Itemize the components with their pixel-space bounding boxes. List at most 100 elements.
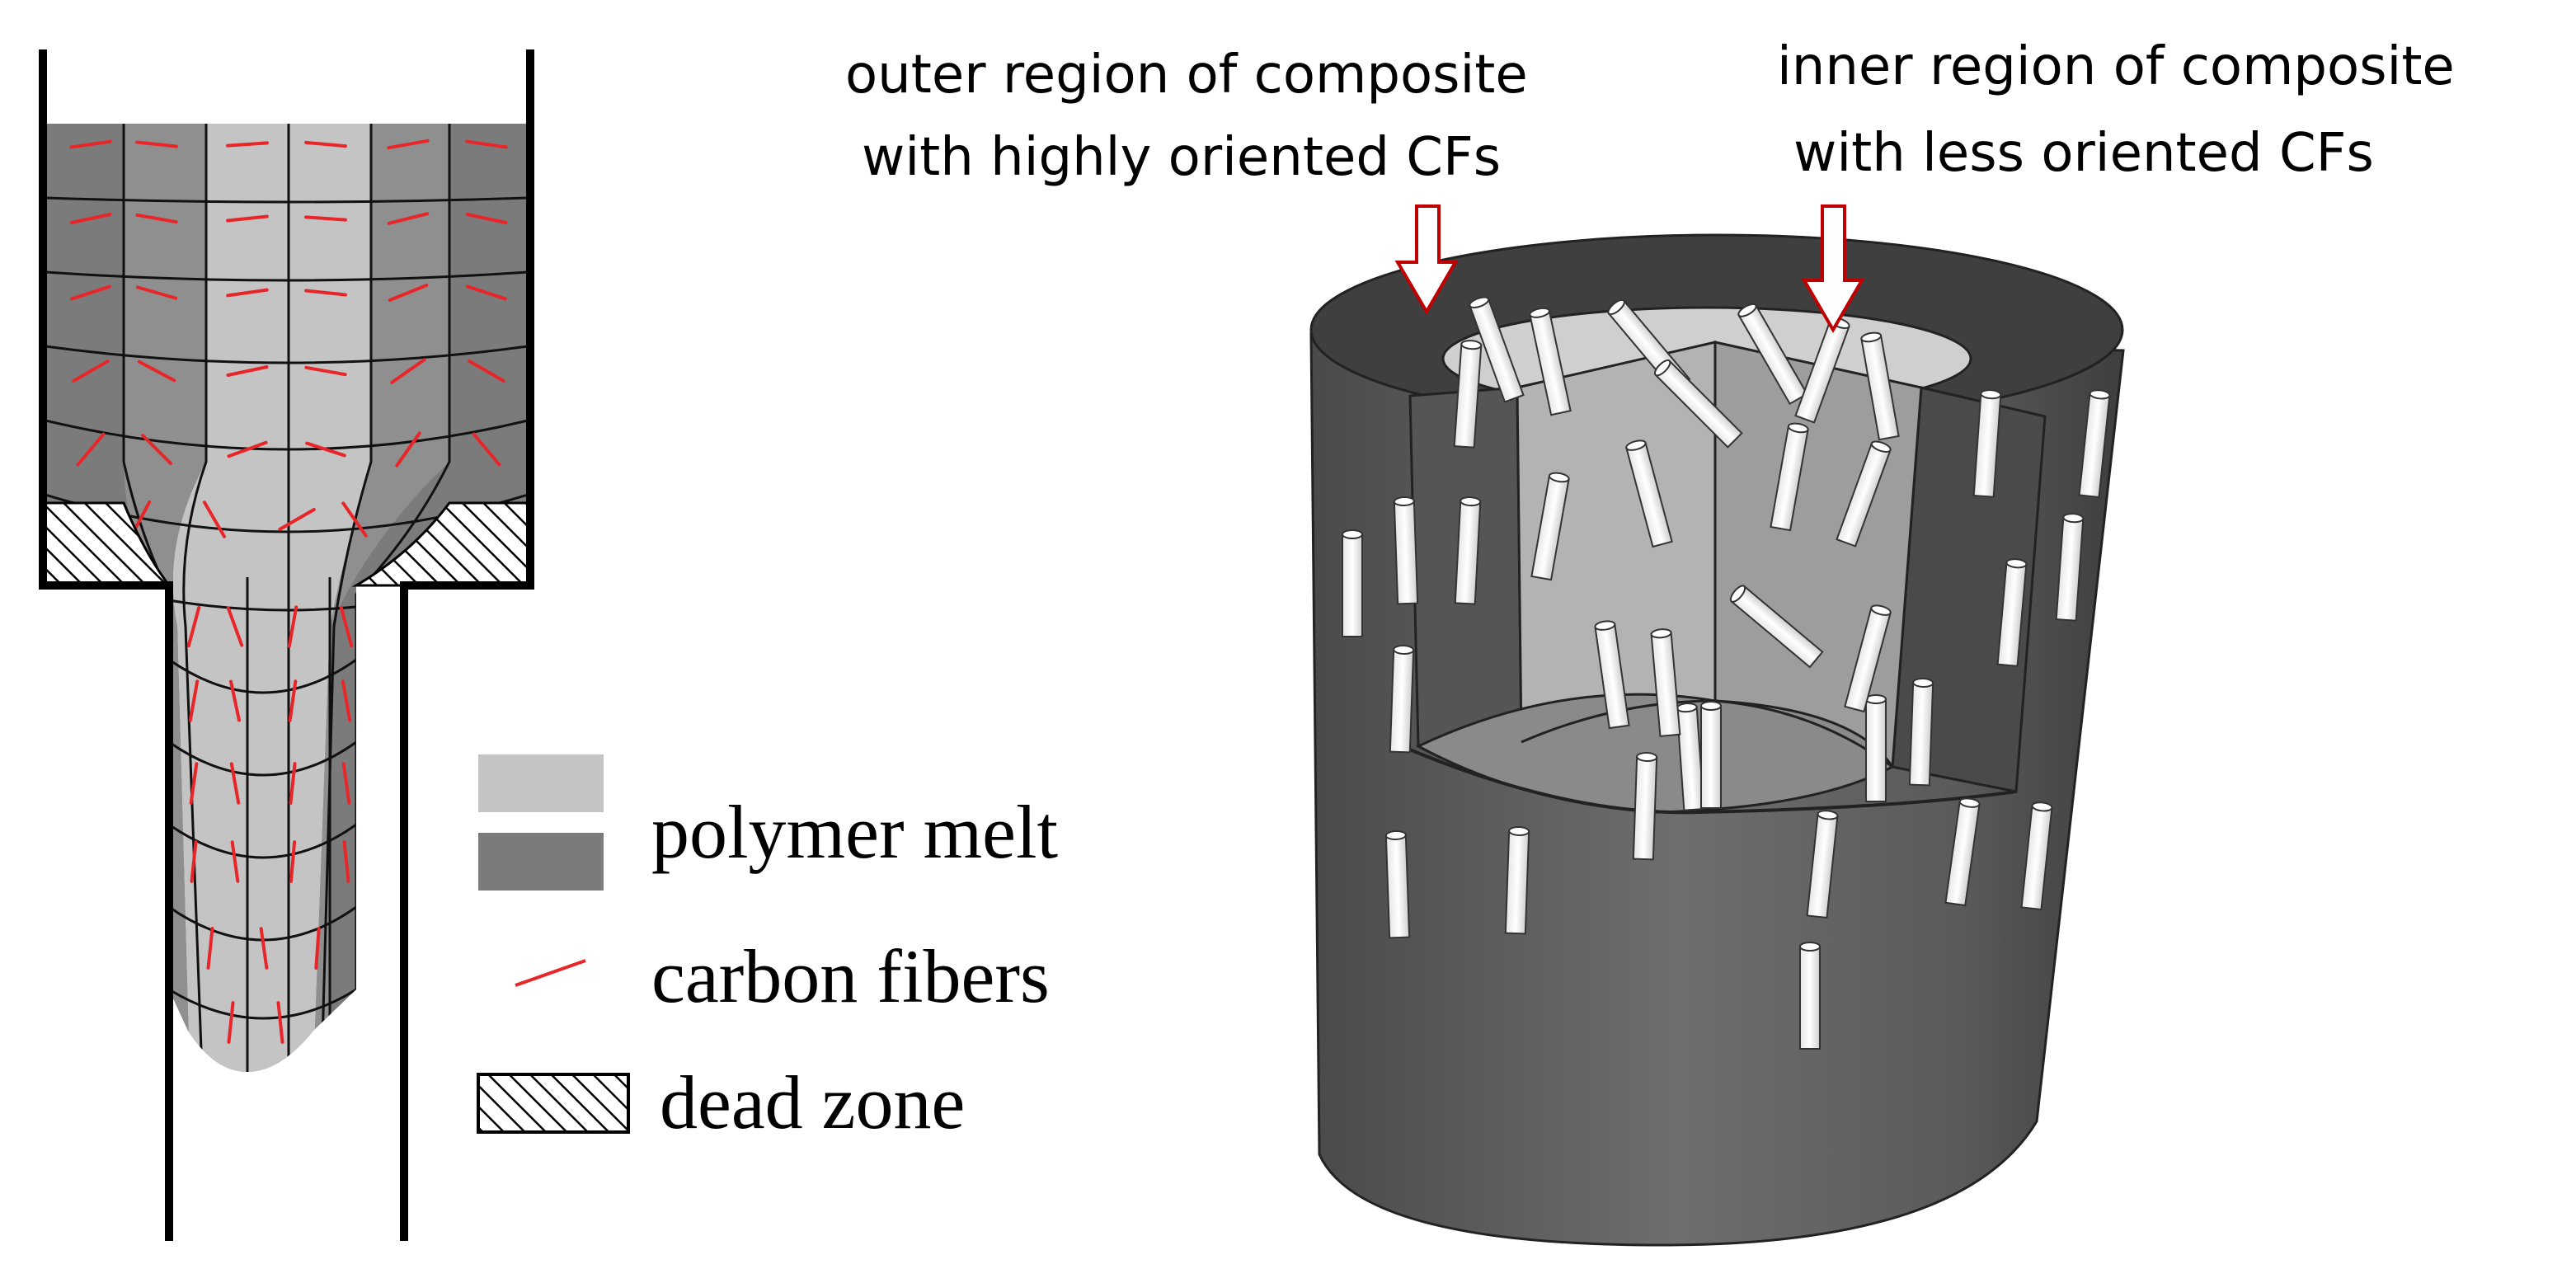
carbon-fiber-rod [1342,529,1363,637]
composite-cylinder [1309,233,2125,1247]
carbon-fiber-stroke [278,508,316,531]
carbon-fiber-rod [1700,701,1722,809]
carbon-fiber-stroke [304,215,347,222]
carbon-fiber-stroke [226,214,269,223]
carbon-fiber-rod [1836,440,1892,548]
carbon-fiber-stroke [135,140,178,148]
carbon-fiber-stroke [304,289,347,297]
carbon-fiber-stroke [226,288,269,298]
carbon-fiber-stroke [466,284,507,301]
carbon-fiber-stroke [341,762,351,805]
carbon-fiber-rod [1594,620,1630,730]
carbon-fiber-stroke [289,840,297,883]
inner-region-label-line1: inner region of composite [1777,36,2455,97]
carbon-fiber-stroke [465,139,508,149]
carbon-fiber-stroke [259,927,269,970]
carbon-fiber-stroke [289,762,297,805]
carbon-fiber-stroke [395,431,421,468]
carbon-fiber-rod [1944,797,1981,907]
legend-swatch-melt-light [478,754,604,812]
carbon-fiber-stroke [141,434,172,465]
carbon-fiber-stroke [468,360,505,383]
carbon-fiber-rod [2078,389,2111,499]
carbon-fiber-stroke [387,212,430,225]
carbon-fiber-stroke [226,606,244,647]
carbon-fiber-rod [1384,830,1411,939]
carbon-fiber-rod [1453,340,1483,449]
carbon-fiber-rod [1729,585,1824,669]
outer-region-label-line2: with highly oriented CFs [862,127,1501,188]
carbon-fiber-stroke [186,605,201,648]
carbon-fiber-rod [1799,942,1821,1050]
legend-swatch-dead-zone [477,1073,630,1134]
carbon-fiber-stroke [305,441,346,458]
melt-mid-band-right [313,124,449,1072]
carbon-fiber-stroke [188,679,200,722]
outer-region-label-line1: outer region of composite [845,45,1528,106]
carbon-fiber-rod [1806,810,1839,919]
carbon-fiber-stroke [276,1001,284,1044]
carbon-fiber-rod [1632,752,1658,861]
carbon-fiber-stroke [190,840,198,883]
carbon-fiber-rod [1504,826,1530,935]
carbon-fiber-rod [1530,472,1570,581]
carbon-fiber-stroke [388,284,429,302]
carbon-fiber-rod [1676,703,1705,811]
inner-region-arrow [1801,204,1865,333]
legend-swatch-carbon-fiber [515,959,586,987]
carbon-fiber-rod [1469,296,1525,403]
dead-zone-right [351,501,529,587]
carbon-fiber-rod [1737,303,1808,406]
carbon-fiber-rod [1844,604,1892,713]
legend-label-carbon-fibers: carbon fibers [651,934,1050,1018]
carbon-fiber-stroke [227,1001,235,1044]
carbon-fiber-rods [1342,296,2111,1050]
carbon-fiber-stroke [341,501,368,538]
carbon-fiber-stroke [226,365,269,377]
carbon-fiber-stroke [314,927,321,970]
carbon-fiber-rod [1996,558,2028,667]
carbon-fiber-rod [1625,439,1673,548]
carbon-fiber-rod [1454,496,1482,605]
carbon-fiber-rod [1389,645,1415,754]
legend-swatch-melt-dark [478,833,604,891]
legend-label-polymer-melt: polymer melt [651,790,1059,874]
carbon-fiber-stroke [189,762,199,805]
carbon-fiber-stroke [342,840,350,883]
carbon-fiber-stroke [72,360,110,383]
carbon-fiber-rod [2055,513,2085,622]
carbon-fiber-stroke [472,432,501,467]
die-walls [39,49,534,1241]
carbon-fiber-stroke [135,285,178,300]
carbon-fiber-stroke [76,432,106,467]
carbon-fiber-stroke [341,679,352,722]
carbon-fiber-rod [2020,801,2053,911]
carbon-fiber-stroke [226,141,269,148]
carbon-fiber-rod [1770,422,1809,532]
carbon-fiber-stroke [304,140,347,148]
carbon-fiber-rod [1650,628,1681,737]
legend-label-dead-zone: dead zone [660,1060,965,1144]
carbon-fiber-stroke [135,213,178,224]
inner-region-label-line2: with less oriented CFs [1793,123,2374,184]
carbon-fiber-stroke [304,365,347,377]
carbon-fiber-stroke [70,284,111,301]
legend: polymer melt carbon fibers dead zone [477,754,1059,1144]
carbon-fiber-stroke [339,605,354,648]
carbon-fiber-rod [1865,694,1887,802]
carbon-fiber-rod [1972,389,2002,498]
carbon-fiber-stroke [206,927,214,970]
cutaway-lower-lip [1401,745,2017,815]
carbon-fiber-stroke [137,360,176,383]
carbon-fiber-stroke [203,501,226,538]
carbon-fiber-stroke [230,840,240,883]
carbon-fiber-rod [1529,307,1572,416]
carbon-fibers-in-melt [69,139,508,1044]
carbon-fiber-stroke [229,679,241,722]
carbon-fiber-rod [1860,331,1900,441]
carbon-fiber-stroke [229,762,241,805]
polymer-melt-region [45,124,528,1072]
annotations: outer region of composite with highly or… [845,36,2455,333]
carbon-fiber-stroke [465,213,508,224]
